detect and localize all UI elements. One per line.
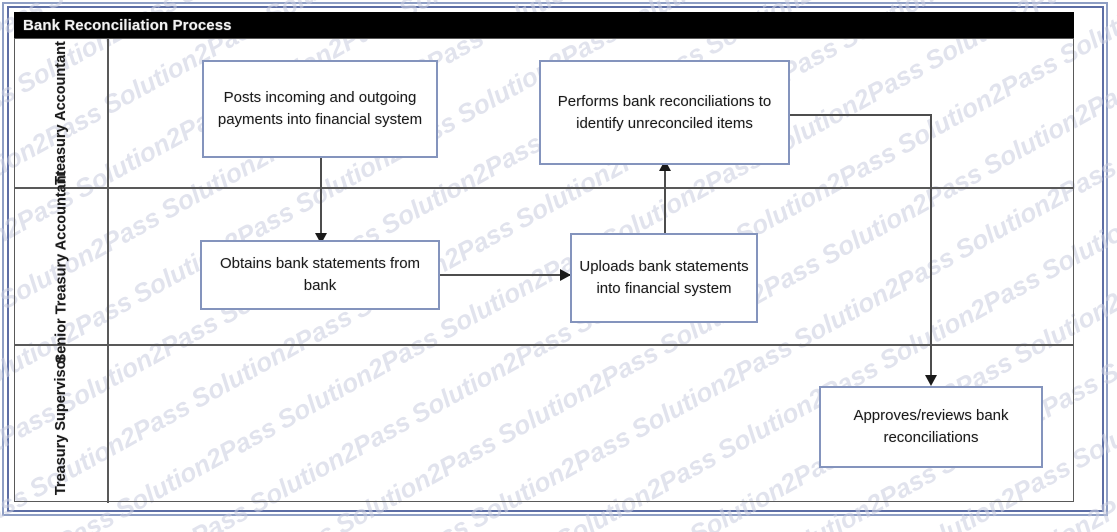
diagram-title: Bank Reconciliation Process: [23, 16, 232, 34]
connector-uploads-to-performs-arrowhead: [659, 160, 671, 171]
swimlane-pool: Treasury Accountant Senior Treasury Acco…: [14, 38, 1074, 503]
task-posts-payments[interactable]: Posts incoming and outgoing payments int…: [202, 60, 438, 158]
task-performs-reconciliations-label: Performs bank reconciliations to identif…: [557, 92, 772, 132]
swimlane-treasury-supervisor: Treasury Supervisor: [15, 346, 1073, 503]
lane-header-treasury-supervisor: Treasury Supervisor: [15, 346, 109, 503]
task-approves-reconciliations[interactable]: Approves/reviews bank reconciliations: [819, 386, 1043, 468]
task-posts-payments-label: Posts incoming and outgoing payments int…: [217, 89, 423, 128]
lane-label-senior-treasury-accountant: Senior Treasury Accountant: [53, 170, 70, 363]
frame-inner-border: [7, 6, 1104, 512]
swimlane-senior-treasury-accountant: Senior Treasury Accountant: [15, 170, 1073, 363]
lane-header-senior-treasury-accountant: Senior Treasury Accountant: [15, 170, 109, 363]
watermark-text: Solution2Pass: [168, 517, 339, 532]
frame-outer-border: [2, 2, 1108, 516]
connector-posts-to-obtains-line: [320, 158, 322, 240]
connector-performs-to-approves-horizontal: [789, 114, 932, 116]
watermark-text: Solution2Pass: [1111, 62, 1117, 176]
connector-obtains-to-uploads-arrowhead: [560, 269, 571, 281]
swimlane-treasury-accountant: Treasury Accountant: [15, 39, 1073, 189]
task-uploads-statements[interactable]: Uploads bank statements into financial s…: [570, 233, 758, 323]
task-approves-reconciliations-label: Approves/reviews bank reconciliations: [853, 407, 1009, 446]
task-performs-reconciliations[interactable]: Performs bank reconciliations to identif…: [539, 60, 790, 165]
task-obtains-statements[interactable]: Obtains bank statements from bank: [200, 240, 440, 310]
task-uploads-statements-label: Uploads bank statements into financial s…: [579, 258, 749, 297]
lane-header-treasury-accountant: Treasury Accountant: [15, 39, 109, 187]
task-obtains-statements-label: Obtains bank statements from bank: [219, 255, 421, 294]
connector-obtains-to-uploads-line: [440, 274, 570, 276]
diagram-title-bar: Bank Reconciliation Process: [14, 12, 1074, 38]
connector-performs-to-approves-arrowhead: [925, 375, 937, 386]
connector-uploads-to-performs-line: [664, 170, 666, 233]
lane-label-treasury-accountant: Treasury Accountant: [53, 41, 70, 185]
connector-performs-to-approves-vertical: [930, 114, 932, 382]
watermark-text: Solution2Pass: [522, 526, 693, 532]
connector-posts-to-obtains-arrowhead: [315, 233, 327, 244]
lane-label-treasury-supervisor: Treasury Supervisor: [53, 354, 69, 495]
